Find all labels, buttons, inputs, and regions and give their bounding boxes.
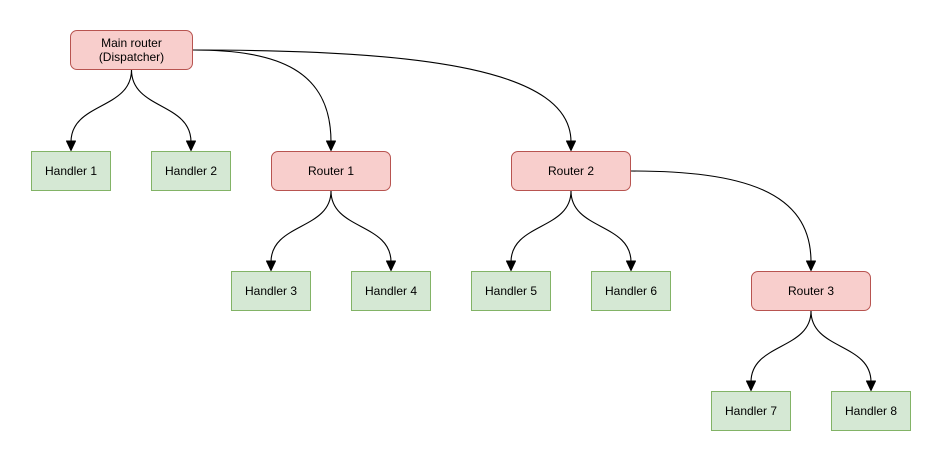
arrowhead-e-main-r2 (566, 140, 576, 151)
arrowhead-e-main-h2 (186, 140, 196, 151)
edge-e-r2-h5 (510, 190, 572, 263)
node-handler-7[interactable]: Handler 7 (711, 391, 791, 431)
arrowhead-e-r1-h4 (386, 260, 396, 271)
edge-e-main-h2 (130, 69, 192, 143)
edge-e-main-h1 (70, 69, 133, 143)
edge-e-r3-h8 (810, 310, 872, 383)
node-router-2[interactable]: Router 2 (511, 151, 631, 191)
node-handler-4[interactable]: Handler 4 (351, 271, 431, 311)
edge-e-r2-r3 (630, 170, 812, 263)
arrowhead-e-r3-h8 (866, 380, 876, 391)
node-handler-3[interactable]: Handler 3 (231, 271, 311, 311)
arrowhead-e-r2-h6 (626, 260, 636, 271)
node-handler-2[interactable]: Handler 2 (151, 151, 231, 191)
arrowhead-e-r2-h5 (506, 260, 516, 271)
node-handler-6[interactable]: Handler 6 (591, 271, 671, 311)
node-router-1[interactable]: Router 1 (271, 151, 391, 191)
arrowhead-e-main-h1 (66, 140, 76, 151)
arrowhead-e-r1-h3 (266, 260, 276, 271)
edge-e-main-r1 (192, 49, 332, 143)
node-handler-1[interactable]: Handler 1 (31, 151, 111, 191)
arrowhead-e-r2-r3 (806, 260, 816, 271)
node-handler-8[interactable]: Handler 8 (831, 391, 911, 431)
edge-e-r2-h6 (570, 190, 632, 263)
arrowhead-e-r3-h7 (746, 380, 756, 391)
node-handler-5[interactable]: Handler 5 (471, 271, 551, 311)
edge-e-main-r2 (192, 49, 572, 143)
node-main-router[interactable]: Main router (Dispatcher) (70, 30, 193, 70)
arrowhead-e-main-r1 (326, 140, 336, 151)
edge-e-r1-h3 (270, 190, 332, 263)
edge-e-r1-h4 (330, 190, 392, 263)
edge-e-r3-h7 (750, 310, 812, 383)
node-router-3[interactable]: Router 3 (751, 271, 871, 311)
